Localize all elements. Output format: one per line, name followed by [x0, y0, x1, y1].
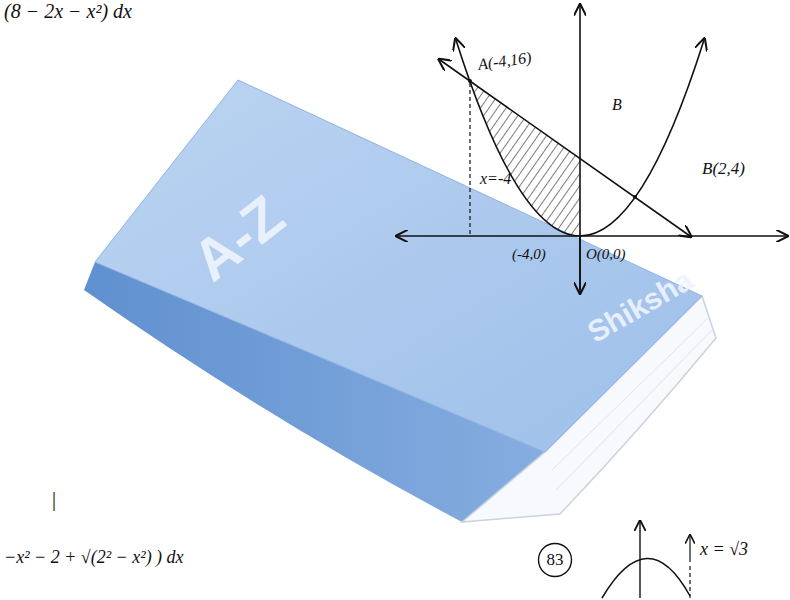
formula-text: −x² − 2 + √(2² − x²) ) dx: [4, 548, 184, 568]
point-label: B: [612, 96, 622, 114]
dashed-line: [469, 83, 470, 236]
straight-line: [440, 60, 690, 236]
circle-arc: [602, 558, 690, 598]
line-label: x=-4: [480, 170, 511, 188]
node-text: 83: [537, 551, 573, 570]
point: [468, 79, 472, 83]
pointer-arrow: [689, 536, 690, 562]
parabola: [456, 40, 704, 236]
formula-text: |: [52, 488, 56, 510]
x-axis-right: [580, 235, 786, 237]
point: [633, 195, 637, 199]
dashed-line: [689, 566, 690, 598]
point-label: A(-4,16): [477, 49, 533, 74]
axis-fragment: [639, 522, 640, 598]
line-label: x = √3: [700, 540, 748, 560]
hatched-region: [470, 81, 580, 236]
y-axis-down: [579, 236, 581, 292]
book-watermark: [84, 80, 716, 522]
point-label: (-4,0): [512, 246, 546, 263]
formula-text: (8 − 2x − x²) dx: [4, 0, 132, 22]
point-label: B(2,4): [702, 160, 745, 179]
point-label: O(0,0): [586, 246, 626, 263]
x-axis-left: [398, 235, 580, 237]
circled-number: 83: [537, 542, 573, 578]
